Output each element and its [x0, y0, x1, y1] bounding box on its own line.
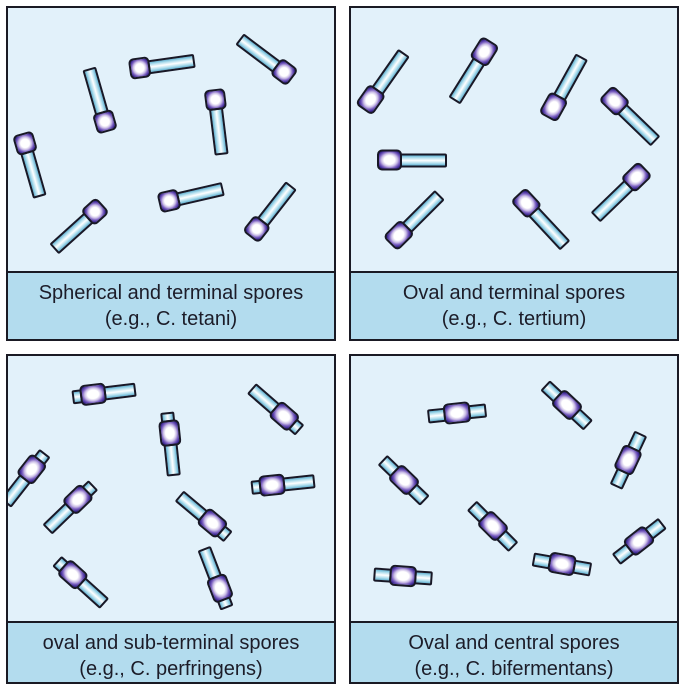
- bacterium: [250, 470, 316, 497]
- panel-caption: Oval and central spores (e.g., C. biferm…: [351, 621, 677, 682]
- rod-body: [82, 66, 110, 116]
- bacterium: [235, 31, 299, 87]
- spherical-spore: [156, 188, 182, 214]
- oval-spore: [388, 564, 418, 588]
- panel-caption: oval and sub-terminal spores (e.g., C. p…: [8, 621, 334, 682]
- rod-body: [175, 181, 225, 206]
- bacterium: [52, 554, 111, 610]
- rod-body: [282, 473, 316, 491]
- oval-spore: [377, 149, 402, 171]
- caption-line1: Oval and central spores: [408, 632, 620, 654]
- bacterium: [41, 479, 99, 536]
- bacteria-field-oval-subterminal: [8, 356, 334, 621]
- oval-spore: [258, 473, 287, 497]
- rod-body: [103, 382, 137, 400]
- rod-tip: [413, 569, 433, 586]
- oval-spore: [546, 551, 578, 577]
- caption-line1: Spherical and terminal spores: [38, 282, 304, 304]
- panel-caption: Spherical and terminal spores (e.g., C. …: [8, 271, 334, 339]
- bacteria-field-spherical-terminal: [8, 8, 334, 271]
- bacterium: [12, 130, 50, 199]
- rod-body: [447, 56, 485, 105]
- bacterium: [71, 379, 137, 407]
- panel-oval-terminal: Oval and terminal spores (e.g., C. terti…: [349, 6, 679, 341]
- bacterium: [510, 186, 572, 251]
- bacterium: [589, 160, 653, 223]
- rod-body: [147, 53, 196, 74]
- spherical-spore: [203, 87, 228, 112]
- oval-spore: [158, 419, 182, 448]
- caption-line2: (e.g., C. bifermentans): [414, 658, 614, 680]
- rod-body: [400, 153, 447, 167]
- rod-body: [528, 206, 571, 251]
- bacterium: [127, 50, 196, 80]
- bacterium: [203, 87, 233, 156]
- bacterium: [540, 379, 595, 432]
- bacterium: [377, 149, 447, 171]
- bacterium: [246, 381, 305, 436]
- rod-body: [209, 107, 230, 156]
- spherical-spore: [127, 56, 152, 80]
- bacterium: [377, 453, 431, 506]
- bacteria-field-oval-central: [351, 356, 677, 621]
- bacterium: [466, 499, 520, 553]
- bacterium: [446, 35, 500, 105]
- rod-body: [20, 149, 48, 199]
- panel-oval-central: Oval and central spores (e.g., C. biferm…: [349, 354, 679, 684]
- bacterium: [373, 564, 433, 589]
- panel-spherical-terminal: Spherical and terminal spores (e.g., C. …: [6, 6, 336, 341]
- panel-caption: Oval and terminal spores (e.g., C. terti…: [351, 271, 677, 339]
- bacterium: [80, 66, 118, 135]
- bacterium: [538, 53, 589, 123]
- bacterium: [242, 180, 298, 244]
- rod-body: [617, 103, 661, 147]
- bacterium: [48, 196, 110, 255]
- caption-line1: oval and sub-terminal spores: [42, 632, 300, 654]
- caption-line2: (e.g., C. tetani): [104, 308, 238, 330]
- bacterium: [607, 430, 649, 490]
- caption-line1: Oval and terminal spores: [402, 282, 626, 304]
- bacterium: [174, 489, 234, 544]
- oval-spore: [78, 382, 108, 407]
- bacterium: [598, 84, 662, 147]
- bacterium: [8, 448, 52, 508]
- bacterium: [611, 516, 667, 566]
- bacterium: [195, 545, 236, 611]
- bacterium: [426, 400, 488, 427]
- rod-body: [552, 53, 588, 102]
- oval-spore: [442, 401, 472, 425]
- bacterium: [156, 179, 225, 214]
- bacteria-field-oval-terminal: [351, 8, 677, 271]
- bacterium: [531, 549, 593, 579]
- bacterium: [354, 48, 411, 116]
- caption-line2: (e.g., C. tertium): [441, 308, 587, 330]
- bacterium: [382, 189, 446, 252]
- rod-body: [164, 443, 182, 477]
- spherical-spore: [91, 108, 118, 135]
- caption-line2: (e.g., C. perfringens): [79, 658, 263, 680]
- panel-oval-subterminal: oval and sub-terminal spores (e.g., C. p…: [6, 354, 336, 684]
- bacterium: [157, 411, 184, 477]
